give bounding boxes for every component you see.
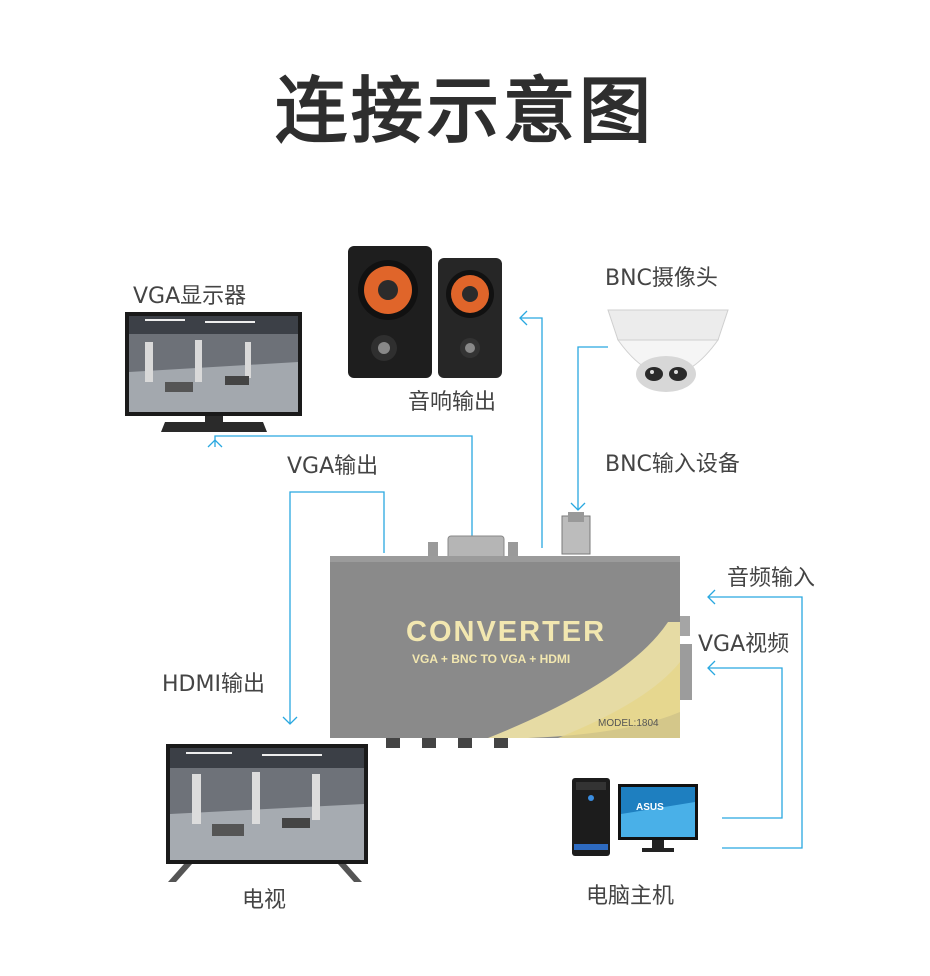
label-bnc-in: BNC输入设备 <box>605 452 740 477</box>
arrow-vga-in <box>707 660 716 676</box>
arrow-audio-in <box>707 589 716 605</box>
speakers-image <box>348 246 502 378</box>
wire-vga-in <box>708 667 783 819</box>
wire-vga-to-monitor <box>214 435 473 550</box>
device-subtitle: VGA + BNC TO VGA + HDMI <box>412 652 571 666</box>
pc-image <box>572 778 698 856</box>
label-speaker-out: 音响输出 <box>408 390 497 415</box>
label-audio-in: 音频输入 <box>727 566 816 591</box>
label-hdmi-out: HDMI输出 <box>162 672 265 697</box>
page-title: 连接示意图 <box>274 69 655 153</box>
label-bnc-camera: BNC摄像头 <box>605 266 718 291</box>
wire-audio-in <box>708 596 803 849</box>
arrow-tv <box>282 716 298 725</box>
device-model: MODEL:1804 <box>598 718 659 729</box>
wire-camera-to-bnc <box>577 346 608 510</box>
arrow-monitor <box>207 439 223 448</box>
vga-monitor-image <box>125 312 302 432</box>
label-vga-monitor: VGA显示器 <box>133 284 247 309</box>
pc-screen-brand: ASUS <box>636 802 664 813</box>
wire-hdmi-to-tv <box>289 491 385 724</box>
label-pc: 电脑主机 <box>586 884 675 909</box>
label-vga-out: VGA输出 <box>287 454 379 479</box>
arrow-bnc <box>570 502 586 511</box>
tv-image <box>166 744 368 882</box>
label-vga-video: VGA视频 <box>698 632 790 657</box>
wire-audio-to-speaker <box>520 317 543 548</box>
bnc-camera-image <box>607 309 729 392</box>
device-brand: CONVERTER <box>406 616 607 648</box>
converter-device <box>330 512 692 748</box>
label-tv: 电视 <box>242 888 287 913</box>
arrow-speaker <box>519 310 528 326</box>
